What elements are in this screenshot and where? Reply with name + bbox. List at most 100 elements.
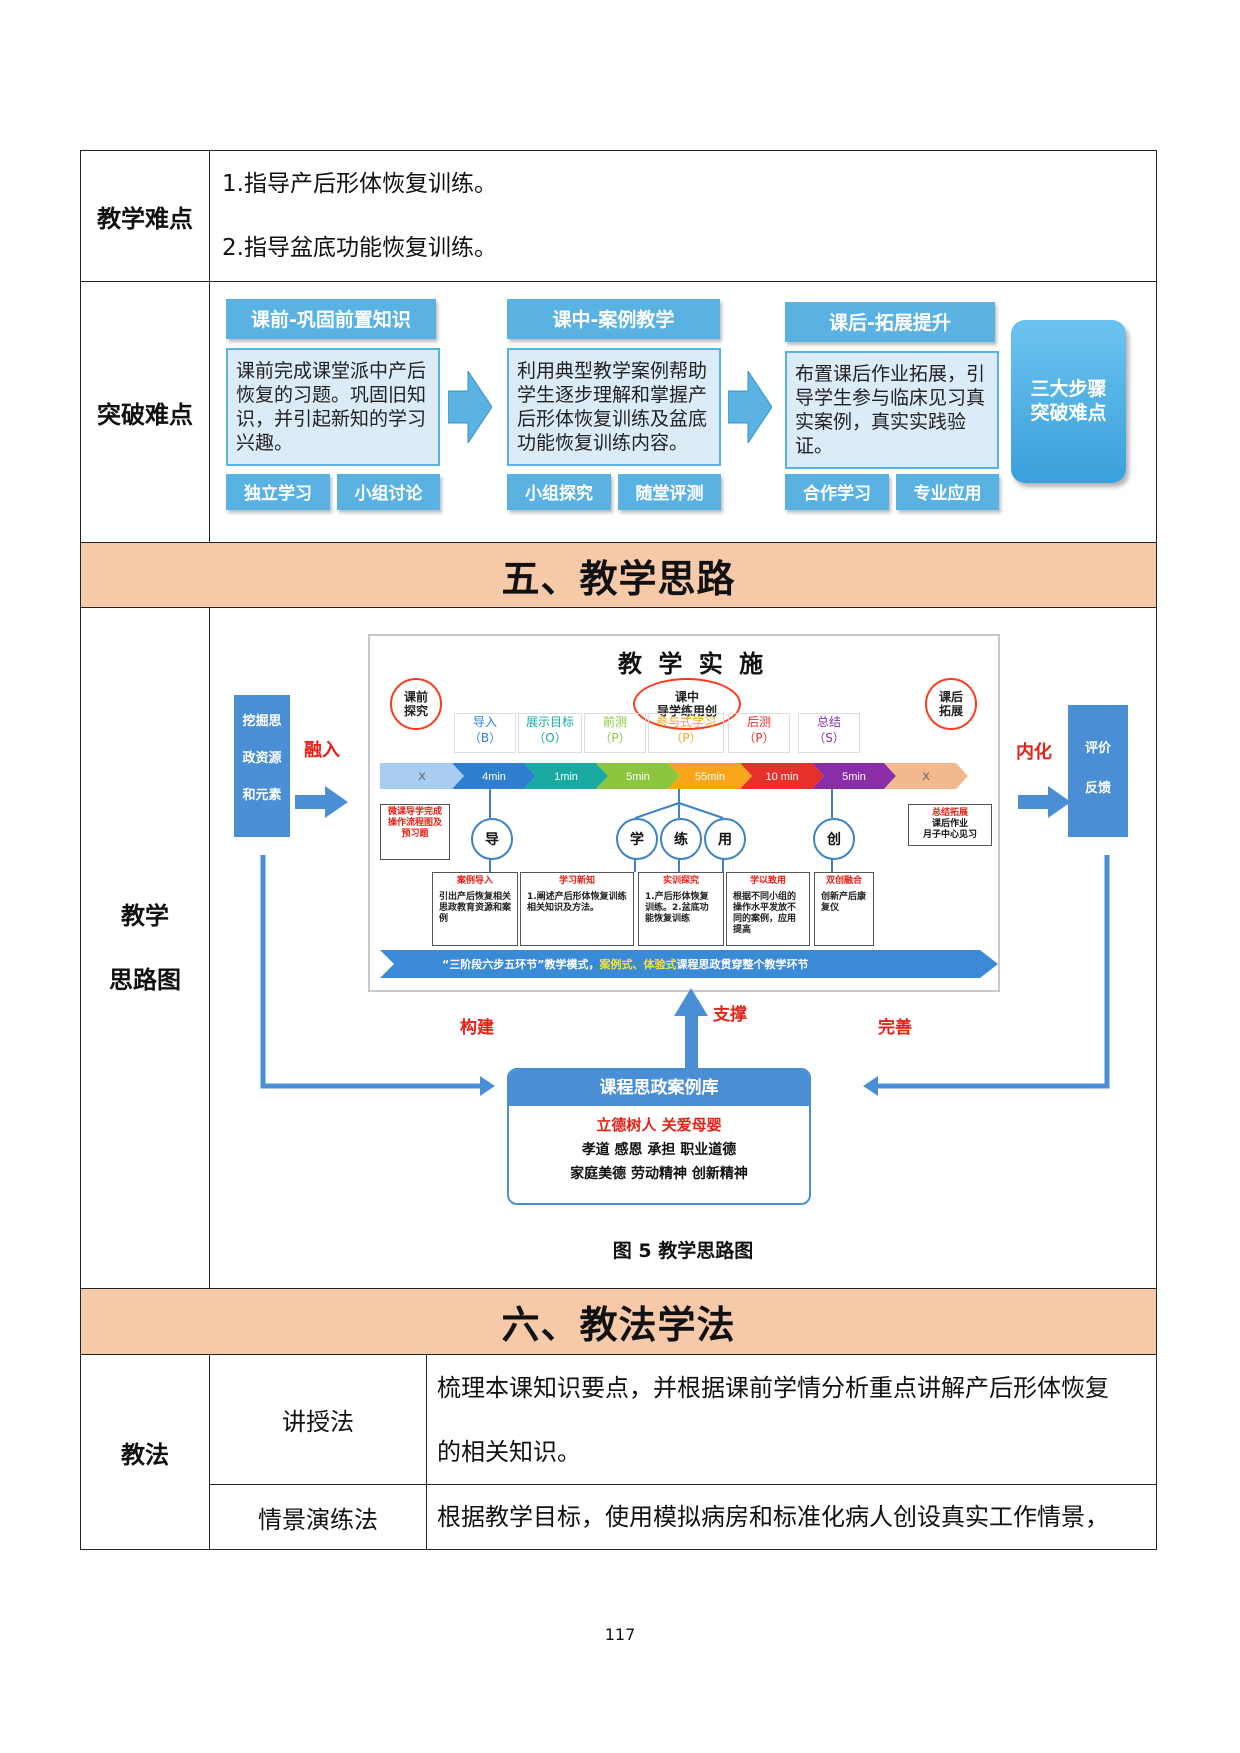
page-number: 117: [604, 1625, 636, 1644]
difficulty-content: 1.指导产后形体恢复训练。 2.指导盆底功能恢复训练。: [208, 150, 1158, 282]
stage-label: 总结（S）: [798, 713, 860, 753]
right-box-line: 评价: [1084, 741, 1111, 756]
activity-box: 学以致用根据不同小组的操作水平发放不同的案例，应用提高: [726, 872, 810, 946]
step-tag: 随堂评测: [618, 473, 721, 510]
post-note-line: 课后作业: [931, 819, 968, 829]
stage-name: 参与式学习: [655, 715, 716, 729]
timeline-label: X: [418, 771, 426, 783]
step-tag: 合作学习: [785, 473, 889, 510]
case-library-line: 孝道 感恩 承担 职业道德: [581, 1142, 737, 1158]
stage-name: 展示目标: [525, 715, 574, 729]
stage-label: 导入（B）: [454, 713, 516, 753]
merge-label: 融入: [304, 740, 340, 761]
left-box-line: 挖掘思: [242, 714, 282, 729]
activity-desc: 1.阐述产后形体恢复训练相关知识及方法。: [527, 892, 627, 913]
thinking-label: 教学 思路图: [80, 607, 210, 1289]
timeline-label: 10 min: [765, 771, 798, 783]
activity-title: 双创融合: [825, 876, 862, 886]
stage-label: 前测（P）: [584, 713, 646, 753]
timeline-segment: [812, 763, 896, 789]
method-name: 讲授法: [209, 1354, 427, 1485]
breakthrough-flow: 课前-巩固前置知识 课前完成课堂派中产后恢复的习题。巩固旧知识，并引起新知的学习…: [210, 283, 1156, 542]
activity-desc: 根据不同小组的操作水平发放不同的案例，应用提高: [733, 892, 797, 935]
stage-label: 展示目标（O）: [518, 713, 582, 753]
step-tag: 专业应用: [896, 473, 999, 510]
method-desc-line: 梳理本课知识要点，并根据课前学情分析重点讲解产后形体恢复: [437, 1373, 1109, 1402]
timeline-segment: [884, 763, 968, 789]
activity-box: 双创融合创新产后康复仪: [814, 872, 874, 946]
figure-caption: 图 5 教学思路图: [612, 1240, 754, 1262]
right-feedback-box: 评价 反馈: [1068, 705, 1128, 837]
activity-desc: 1.产后形体恢复训练。2.盆底功能恢复训练: [645, 892, 709, 924]
case-library-box: 课程思政案例库 立德树人 关爱母婴 孝道 感恩 承担 职业道德 家庭美德 劳动精…: [507, 1068, 811, 1205]
timeline-label: X: [922, 771, 930, 783]
step-body: 课前完成课堂派中产后恢复的习题。巩固旧知识，并引起新知的学习兴趣。: [226, 347, 440, 466]
summary-badge: 三大步骤 突破难点: [1011, 319, 1126, 483]
left-resource-box: 挖掘思 政资源 和元素: [234, 695, 290, 837]
step-tag: 小组探究: [507, 473, 611, 510]
method-desc: 梳理本课知识要点，并根据课前学情分析重点讲解产后形体恢复 的相关知识。: [425, 1354, 1158, 1485]
diagram-title: 教 学 实 施: [618, 650, 768, 678]
mode-banner: “三阶段六步五环节”教学模式，案例式、体验式课程思政贯穿整个教学环节: [442, 956, 808, 972]
stage-name: 前测: [602, 715, 627, 729]
step-title: 课中-案例教学: [507, 298, 720, 339]
phase-text: 拓展: [938, 704, 963, 718]
section-5-title: 五、教学思路: [79, 542, 1158, 608]
summary-line: 突破难点: [1030, 402, 1107, 424]
timeline-segment: [524, 763, 608, 789]
case-library-title: 课程思政案例库: [509, 1070, 809, 1106]
timeline-label: 5min: [626, 771, 650, 783]
post-note-title: 总结拓展: [931, 808, 968, 818]
node-guide: 导: [471, 818, 513, 860]
step-body: 利用典型教学案例帮助学生逐步理解和掌握产后形体恢复训练及盆底功能恢复训练内容。: [507, 347, 721, 466]
lesson-plan-table: 教学难点 1.指导产后形体恢复训练。 2.指导盆底功能恢复训练。 突破难点 课前…: [79, 150, 1158, 1550]
step-title: 课前-巩固前置知识: [226, 298, 436, 339]
flow-arrow-icon: [448, 370, 492, 443]
step-tag: 小组讨论: [337, 473, 440, 510]
phase-text: 课后: [938, 690, 963, 704]
activity-title: 学习新知: [558, 876, 595, 886]
internalize-label: 内化: [1016, 742, 1052, 763]
method-desc: 根据教学目标，使用模拟病房和标准化病人创设真实工作情景，: [425, 1484, 1158, 1550]
step-title: 课后-拓展提升: [785, 301, 995, 342]
improve-label: 完善: [878, 1018, 912, 1038]
stage-code: （B）: [468, 731, 502, 745]
node-create: 创: [813, 818, 855, 860]
flow-arrow-icon: [728, 370, 772, 443]
stage-label: 参与式学习（P）: [648, 713, 724, 753]
timeline-label: 4min: [482, 771, 506, 783]
timeline-segment: [380, 763, 464, 789]
thinking-label-line: 教学: [121, 902, 169, 930]
method-desc-line: 根据教学目标，使用模拟病房和标准化病人创设真实工作情景，: [437, 1503, 1109, 1531]
build-label: 构建: [460, 1018, 494, 1038]
phase-text: 课中: [674, 690, 699, 704]
timeline-segment: [668, 763, 752, 789]
banner-text: 课程思政贯穿整个教学环节: [676, 958, 809, 971]
step-body: 布置课后作业拓展，引导学生参与临床见习真实案例，真实实践验证。: [785, 350, 999, 469]
stage-name: 总结: [816, 715, 841, 729]
stage-label: 后测 （P）: [728, 713, 790, 753]
phase-before-badge: 课前 探究: [390, 678, 442, 730]
left-box-line: 和元素: [242, 788, 282, 803]
post-class-note: 总结拓展 课后作业 月子中心见习: [908, 804, 992, 846]
activity-desc: 引出产后恢复相关思政教育资源和案例: [439, 892, 512, 924]
stage-name: 后测: [746, 715, 771, 729]
difficulty-label: 教学难点: [80, 150, 210, 282]
difficulty-item: 2.指导盆底功能恢复训练。: [222, 235, 497, 261]
phase-after-badge: 课后 拓展: [925, 678, 977, 730]
phase-text: 导学练用创: [656, 704, 717, 718]
phase-during-badge: 课中 导学练用创: [633, 678, 741, 730]
breakthrough-label: 突破难点: [80, 281, 210, 543]
node-practice: 练: [660, 818, 702, 860]
post-note-line: 月子中心见习: [922, 830, 977, 840]
stage-code: （P）: [743, 731, 775, 745]
activity-desc: 创新产后康复仪: [821, 892, 867, 913]
left-box-line: 政资源: [242, 751, 282, 766]
difficulty-item: 1.指导产后形体恢复训练。: [222, 171, 497, 197]
timeline-segment: [452, 763, 536, 789]
phase-text: 探究: [403, 704, 428, 718]
